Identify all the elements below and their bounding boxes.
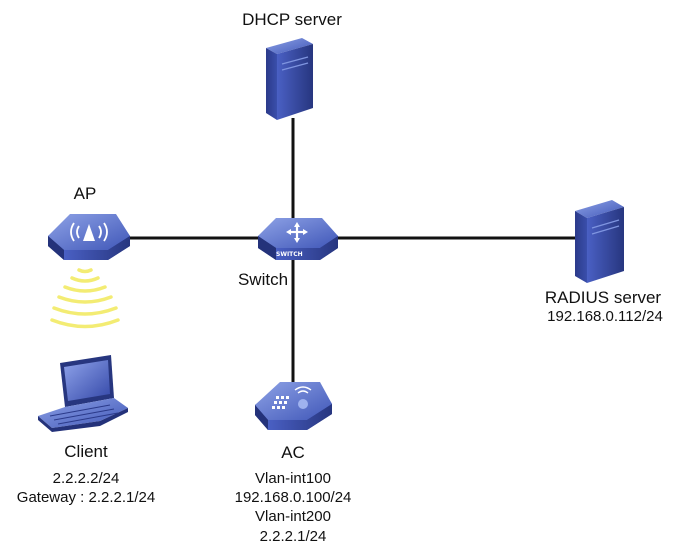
dhcp-server-icon <box>266 38 313 120</box>
ac-vlan1-name: Vlan-int100 <box>255 470 331 487</box>
switch-label: Switch <box>238 270 288 289</box>
ap-label: AP <box>74 184 97 203</box>
ac-label: AC <box>281 443 305 462</box>
ac-icon <box>255 382 332 430</box>
radius-server-label: RADIUS server <box>545 288 662 307</box>
dhcp-server-label: DHCP server <box>242 10 342 29</box>
client-label: Client <box>64 442 108 461</box>
radius-server-ip: 192.168.0.112/24 <box>547 308 663 325</box>
client-laptop-icon <box>38 355 128 432</box>
ac-vlan2-name: Vlan-int200 <box>255 508 331 525</box>
links <box>128 118 578 385</box>
radius-server-icon <box>575 200 624 283</box>
wireless-signal-icon <box>50 268 120 329</box>
switch-icon: SWITCH <box>258 218 338 260</box>
client-ip: 2.2.2.2/24 <box>53 470 120 487</box>
ap-icon <box>48 214 130 260</box>
switch-badge: SWITCH <box>276 251 303 258</box>
client-gateway: Gateway : 2.2.2.1/24 <box>17 489 155 506</box>
ac-vlan1-ip: 192.168.0.100/24 <box>235 489 352 506</box>
ac-vlan2-ip: 2.2.2.1/24 <box>260 528 327 545</box>
